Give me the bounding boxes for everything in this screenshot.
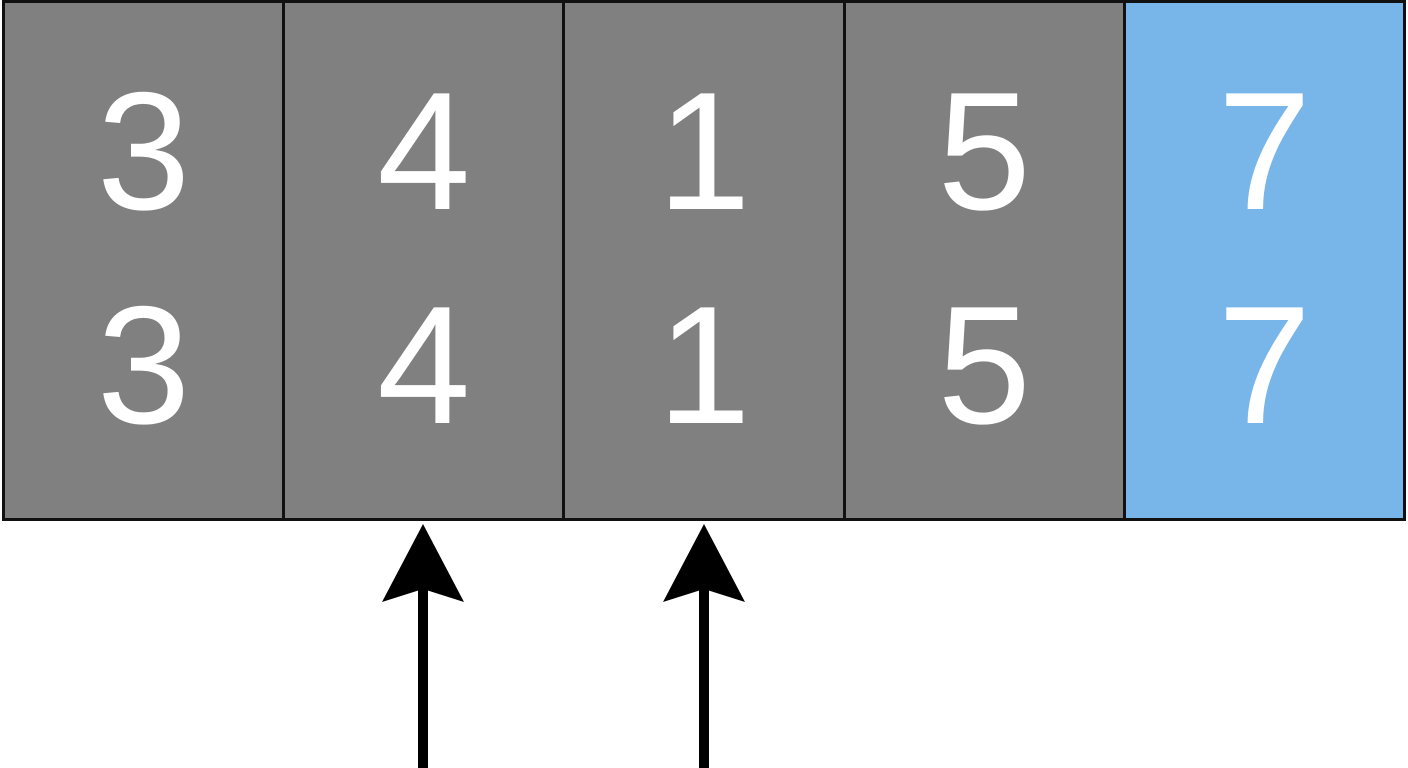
cell-bottom-value: 7: [1217, 271, 1312, 459]
array-cell-1: 4 4: [285, 3, 566, 518]
array-cell-2: 1 1: [565, 3, 846, 518]
cell-bottom-value: 5: [937, 271, 1031, 459]
cell-top-value: 5: [937, 57, 1031, 245]
cell-bottom-value: 3: [96, 271, 191, 459]
arrow-head: [663, 524, 745, 602]
cell-top-value: 1: [657, 57, 751, 245]
pointer-arrow-1: [382, 524, 464, 768]
cell-bottom-value: 1: [657, 271, 751, 459]
array-cell-3: 5 5: [845, 3, 1126, 518]
pointer-arrow-2: [663, 524, 745, 768]
pointer-arrows: [382, 524, 745, 768]
cell-bottom-value: 4: [377, 271, 471, 459]
cell-top-value: 7: [1217, 57, 1312, 245]
array-cell-0: 3 3: [5, 3, 286, 518]
cell-top-value: 3: [96, 57, 191, 245]
cell-top-value: 4: [377, 57, 471, 245]
arrow-head: [382, 524, 464, 602]
array-row: 3 3 4 4 1 1 5 5 7 7: [2, 0, 1406, 521]
array-cell-4: 7 7: [1125, 3, 1404, 518]
